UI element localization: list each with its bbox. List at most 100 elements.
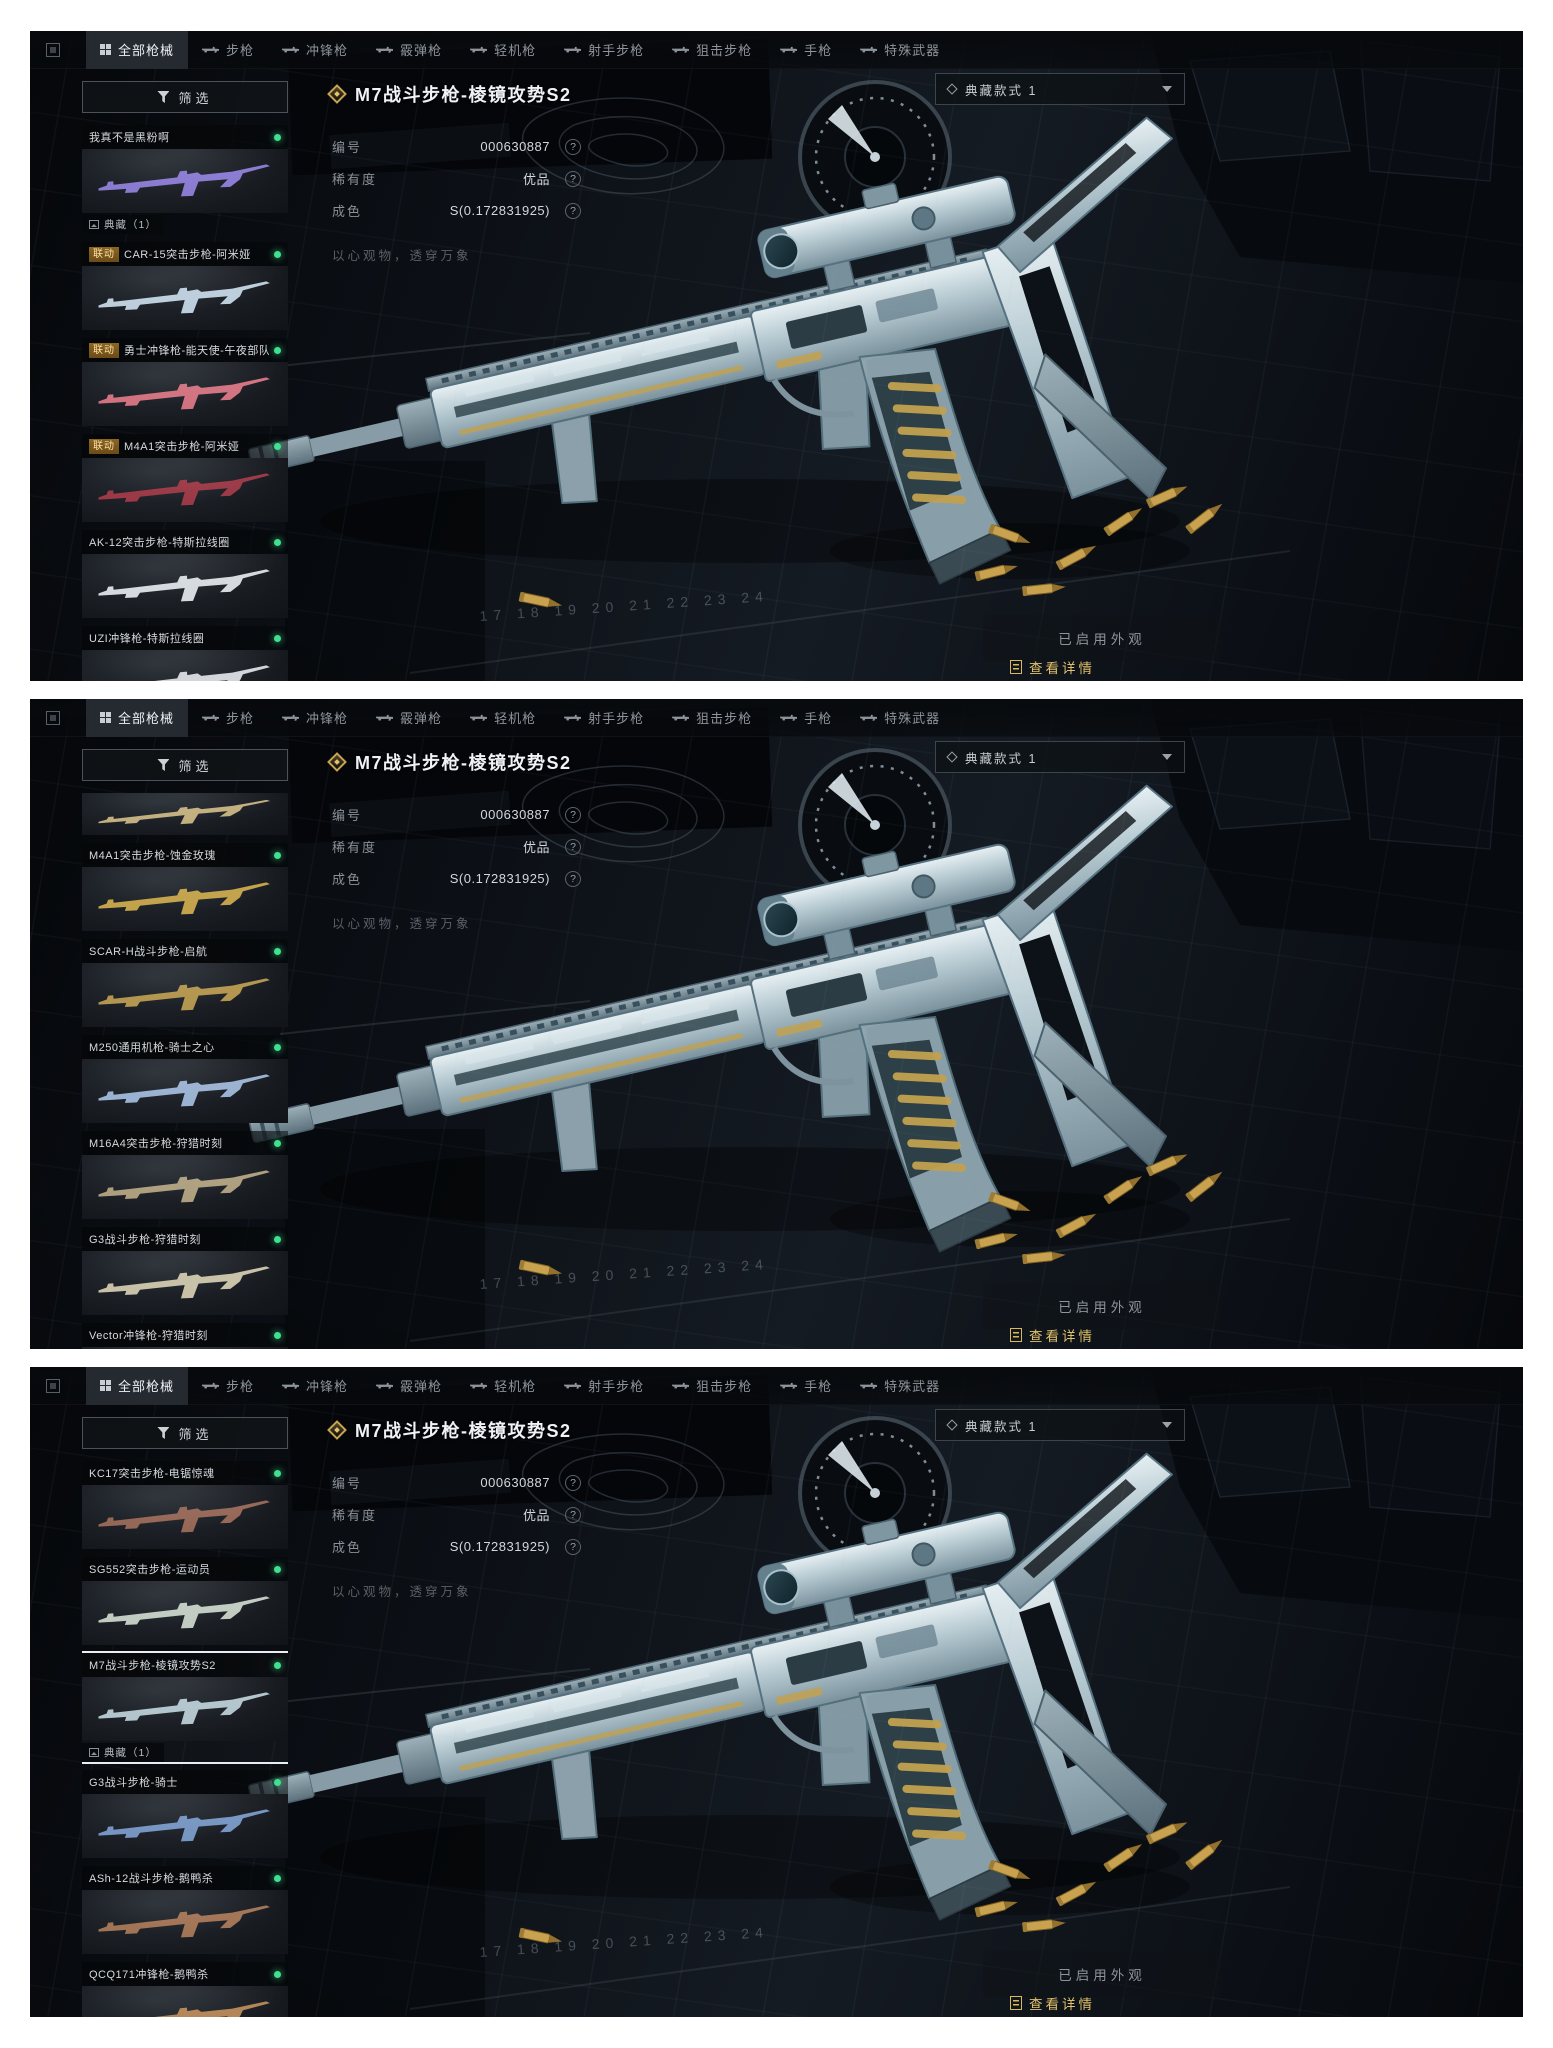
skin-list-item[interactable]: 我真不是黑粉啊 典藏（1） (82, 125, 288, 234)
filter-label: 筛选 (178, 1426, 213, 1442)
category-tab[interactable]: 步枪 (188, 31, 268, 69)
rifle-render (248, 1452, 1173, 1921)
category-tab[interactable]: 射手步枪 (550, 699, 658, 737)
category-tab[interactable]: 轻机枪 (456, 31, 550, 69)
skin-list-item[interactable]: 联动 勇士冲锋枪-能天使-午夜部队 (82, 338, 288, 426)
category-tab[interactable]: 特殊武器 (846, 699, 954, 737)
detail-value: 000630887 (480, 1475, 550, 1490)
skin-name: M16A4突击步枪-狩猎时刻 (89, 1138, 223, 1150)
skin-list-item[interactable]: AK-12突击步枪-特斯拉线圈 (82, 530, 288, 618)
category-tab[interactable]: 轻机枪 (456, 1367, 550, 1405)
help-icon[interactable]: ? (565, 806, 581, 823)
category-tab[interactable]: 特殊武器 (846, 1367, 954, 1405)
view-details-button[interactable]: 查看详情 (1010, 657, 1095, 677)
help-icon[interactable]: ? (565, 170, 581, 187)
category-tab[interactable]: 手枪 (766, 31, 846, 69)
category-tab[interactable]: 冲锋枪 (268, 699, 362, 737)
skin-list-item[interactable]: G3战斗步枪-狩猎时刻 (82, 1227, 288, 1315)
help-icon[interactable]: ? (565, 870, 581, 887)
thumbnail-shade (82, 1155, 288, 1219)
thumbnail-shade (82, 867, 288, 931)
detail-label: 成色 (332, 1540, 363, 1555)
help-icon[interactable]: ? (565, 1474, 581, 1491)
category-tab[interactable]: 狙击步枪 (658, 699, 766, 737)
skin-list-item[interactable] (82, 793, 288, 835)
category-tab[interactable]: 步枪 (188, 1367, 268, 1405)
table-props (279, 699, 1523, 1349)
skin-list-item[interactable]: UZI冲锋枪-特斯拉线圈 (82, 626, 288, 681)
category-tab[interactable]: 霰弹枪 (362, 31, 456, 69)
style-dropdown[interactable]: 典藏款式 1 (935, 741, 1185, 773)
category-tab[interactable]: 特殊武器 (846, 31, 954, 69)
skin-thumbnail (82, 1485, 288, 1549)
skin-name: M4A1突击步枪-蚀金玫瑰 (89, 850, 216, 862)
gun-icon (202, 1382, 220, 1389)
category-tab[interactable]: 霰弹枪 (362, 1367, 456, 1405)
skin-list-item[interactable]: SG552突击步枪-运动员 (82, 1557, 288, 1645)
skin-list-item[interactable]: G3战斗步枪-骑士 (82, 1770, 288, 1858)
skin-list-item[interactable]: SCAR-H战斗步枪-启航 (82, 939, 288, 1027)
thumbnail-shade (82, 1677, 288, 1741)
skin-list-item[interactable]: M4A1突击步枪-蚀金玫瑰 (82, 843, 288, 931)
weapon-category-tabs: 全部枪械 步枪 冲锋枪 霰弹枪 (86, 1367, 954, 1405)
category-tab[interactable]: 手枪 (766, 1367, 846, 1405)
category-tab-label: 手枪 (804, 1379, 833, 1394)
category-tab[interactable]: 射手步枪 (550, 31, 658, 69)
skin-name: QCQ171冲锋枪-鹅鸭杀 (89, 1969, 209, 1981)
help-icon[interactable]: ? (565, 138, 581, 155)
equipped-indicator (274, 133, 281, 141)
filter-button[interactable]: 筛选 (82, 749, 288, 781)
skin-list-item[interactable]: ASh-12战斗步枪-鹅鸭杀 (82, 1866, 288, 1954)
filter-button[interactable]: 筛选 (82, 81, 288, 113)
skin-thumbnail (82, 1986, 288, 2017)
help-icon[interactable]: ? (565, 202, 581, 219)
skin-list-item[interactable]: M16A4突击步枪-狩猎时刻 (82, 1131, 288, 1219)
category-tab-label: 步枪 (226, 1379, 255, 1394)
style-dropdown[interactable]: 典藏款式 1 (935, 1409, 1185, 1441)
skin-list-item[interactable]: Vector冲锋枪-狩猎时刻 (82, 1323, 288, 1349)
skin-label-row: Vector冲锋枪-狩猎时刻 (82, 1323, 288, 1347)
category-tab-label: 射手步枪 (588, 43, 645, 58)
category-tab[interactable]: 全部枪械 (86, 699, 189, 737)
category-tab[interactable]: 狙击步枪 (658, 1367, 766, 1405)
category-tab[interactable]: 狙击步枪 (658, 31, 766, 69)
skin-list-item[interactable]: KC17突击步枪-电锯惊魂 (82, 1461, 288, 1549)
skin-thumbnail (82, 458, 288, 522)
top-nav: 全部枪械 步枪 冲锋枪 霰弹枪 (30, 1367, 1523, 1405)
skin-list-item[interactable]: QCQ171冲锋枪-鹅鸭杀 (82, 1962, 288, 2017)
skin-name: G3战斗步枪-狩猎时刻 (89, 1234, 201, 1246)
weapon-title: M7战斗步枪-棱镜攻势S2 (355, 1421, 572, 1441)
thumbnail-shade (82, 1986, 288, 2017)
menu-icon[interactable] (46, 42, 60, 57)
equipped-indicator (274, 1331, 281, 1339)
skin-thumbnail (82, 1251, 288, 1315)
view-details-button[interactable]: 查看详情 (1010, 1325, 1095, 1345)
category-tab[interactable]: 冲锋枪 (268, 31, 362, 69)
category-tab[interactable]: 全部枪械 (86, 1367, 189, 1405)
skin-label-row: G3战斗步枪-骑士 (82, 1770, 288, 1794)
style-dropdown[interactable]: 典藏款式 1 (935, 73, 1185, 105)
view-details-button[interactable]: 查看详情 (1010, 1993, 1095, 2013)
skin-list-item[interactable]: M250通用机枪-骑士之心 (82, 1035, 288, 1123)
category-tab[interactable]: 全部枪械 (86, 31, 189, 69)
category-tab[interactable]: 霰弹枪 (362, 699, 456, 737)
category-tab[interactable]: 步枪 (188, 699, 268, 737)
category-tab[interactable]: 射手步枪 (550, 1367, 658, 1405)
filter-button[interactable]: 筛选 (82, 1417, 288, 1449)
help-icon[interactable]: ? (565, 1538, 581, 1555)
skin-list-item[interactable]: 联动 M4A1突击步枪-阿米娅 (82, 434, 288, 522)
equipped-indicator (274, 1661, 281, 1669)
weapon-title: M7战斗步枪-棱镜攻势S2 (355, 753, 572, 773)
help-icon[interactable]: ? (565, 1506, 581, 1523)
menu-icon[interactable] (46, 710, 60, 725)
category-tab[interactable]: 轻机枪 (456, 699, 550, 737)
view-details-label: 查看详情 (1029, 1329, 1095, 1344)
skin-list-item[interactable]: 联动 CAR-15突击步枪-阿米娅 (82, 242, 288, 330)
help-icon[interactable]: ? (565, 838, 581, 855)
skin-thumbnail (82, 650, 288, 681)
category-tab-label: 手枪 (804, 711, 833, 726)
skin-list-item[interactable]: M7战斗步枪-棱镜攻势S2 典藏（1） (82, 1651, 288, 1764)
category-tab[interactable]: 冲锋枪 (268, 1367, 362, 1405)
menu-icon[interactable] (46, 1378, 60, 1393)
category-tab[interactable]: 手枪 (766, 699, 846, 737)
